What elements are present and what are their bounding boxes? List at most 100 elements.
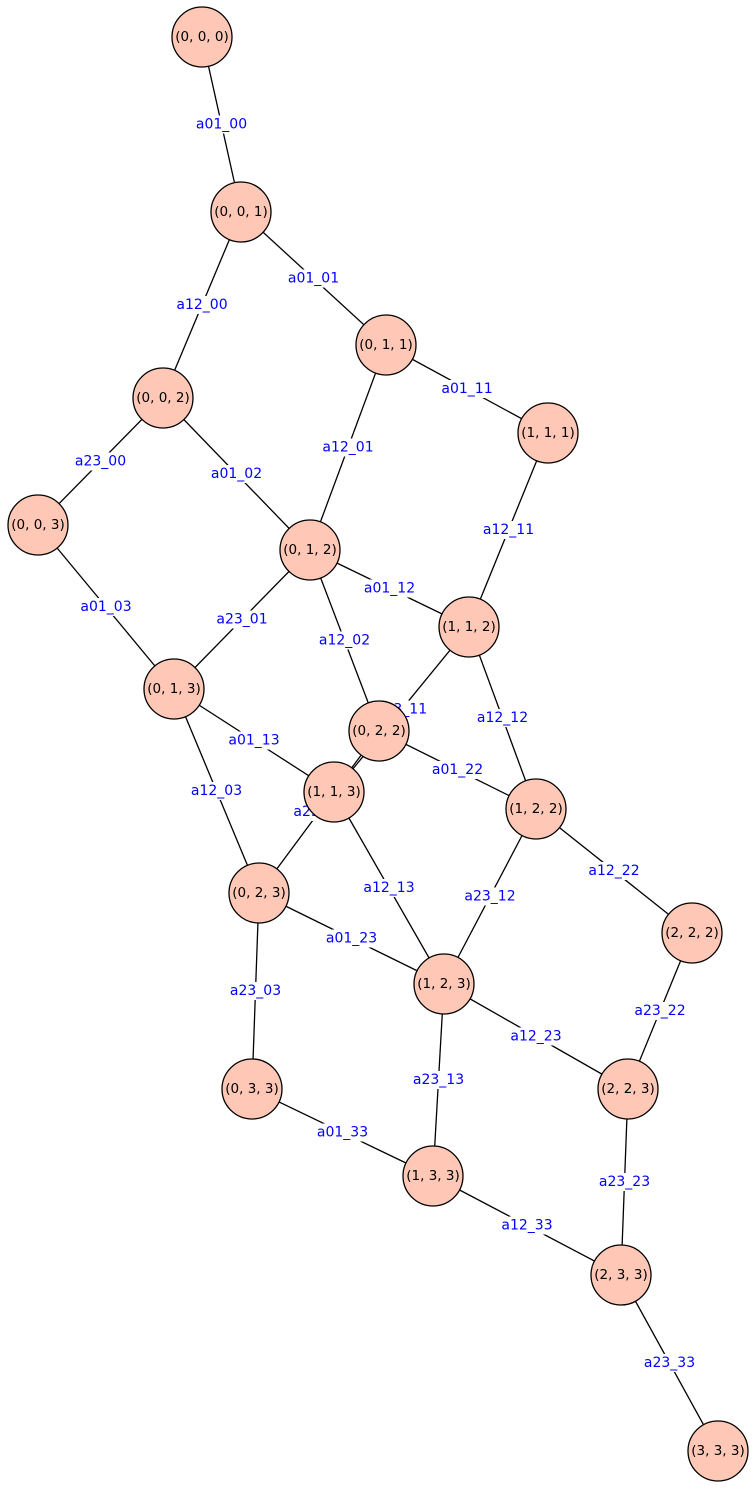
node-223: (2, 2, 3) [597,1058,659,1120]
edge-label-bg [187,782,246,800]
node-022: (0, 2, 2) [348,700,410,762]
node-123: (1, 2, 3) [413,953,475,1015]
node-label: (0, 3, 3) [225,1081,278,1097]
node-circle [661,902,723,964]
node-circle [210,181,272,243]
edge-label-a01_12: a01_12 [364,581,415,597]
edge-label-bg [360,579,419,598]
node-label: (0, 1, 1) [359,337,412,353]
edge-label-a01_33: a01_33 [317,1125,368,1141]
edge-label-bg [428,761,487,779]
edge-label-a01_11: a01_11 [441,381,492,397]
edge-label-a23_23: a23_23 [599,1174,650,1190]
node-circle [171,6,233,68]
node-circle [279,519,341,581]
edge-label-bg [192,115,251,134]
node-circle [402,1145,464,1207]
edge-label-a23_03: a23_03 [230,983,281,999]
node-label: (2, 3, 3) [594,1267,647,1283]
edge-label-a23_01: a23_01 [216,612,267,628]
node-label: (1, 2, 2) [509,801,562,817]
edge-label-a01_00: a01_00 [196,117,247,133]
node-133: (1, 3, 3) [402,1145,464,1207]
edge-label-a12_22: a12_22 [588,863,639,879]
edge-label-bg [77,598,135,616]
edge-label-a23_12: a23_12 [464,889,515,905]
node-circle [597,1058,659,1120]
node-233: (2, 3, 3) [590,1244,652,1306]
edge-label-a23_00: a23_00 [75,454,126,470]
node-label: (0, 2, 2) [352,723,405,739]
edge-label-a23_22: a23_22 [634,1003,685,1019]
node-label: (3, 3, 3) [691,1443,744,1459]
edge-label-bg [409,1071,468,1089]
edge-label-a01_22: a01_22 [432,762,483,778]
edge-label-a01_02: a01_02 [211,466,262,482]
edge-label-bg [640,1354,699,1372]
node-001: (0, 0, 1) [210,181,272,243]
edge-label-bg [213,610,271,629]
node-label: (0, 1, 2) [283,542,336,558]
edge-labels-layer: a01_00 a01_01 a12_00 a01_11 a12_01 a23_00 a01_… [71,115,699,1372]
node-circle [517,402,579,464]
node-circle [355,314,417,376]
edge-label-bg [322,929,381,948]
edge-label-a01_01: a01_01 [288,271,339,287]
node-label: (1, 2, 3) [417,976,470,992]
node-circle [221,1058,283,1120]
edge-label-bg [507,1027,565,1046]
edge-label-bg [498,1216,556,1235]
node-002: (0, 0, 2) [132,367,194,429]
node-012: (0, 1, 2) [279,519,341,581]
node-label: (1, 1, 2) [442,619,495,635]
node-333: (3, 3, 3) [687,1420,749,1482]
edge-label-bg [585,862,643,880]
node-circle [143,658,205,720]
edge-label-a23_33: a23_33 [644,1355,695,1371]
edge-label-bg [313,1123,372,1142]
edge-label-a01_23: a01_23 [326,931,377,947]
nodes-layer: (0, 0, 0) (0, 0, 1) (0, 1, 1) (1, 1, 1) (0, … [7,6,749,1482]
edge-label-a12_01: a12_01 [322,440,373,456]
node-circle [438,596,500,658]
node-circle [505,778,567,840]
node-023: (0, 2, 3) [228,862,290,924]
edge-label-a23_13: a23_13 [413,1072,464,1088]
edge-label-bg [438,380,496,398]
edge-label-bg [473,709,532,727]
node-222: (2, 2, 2) [661,902,723,964]
node-011: (0, 1, 1) [355,314,417,376]
node-label: (1, 1, 1) [521,425,574,441]
node-label: (0, 0, 1) [214,204,267,220]
node-label: (2, 2, 3) [601,1081,654,1097]
node-circle [132,367,194,429]
node-label: (1, 3, 3) [406,1168,459,1184]
edge-label-bg [284,269,343,288]
edge-label-bg [595,1173,654,1191]
edge-label-bg [631,1002,689,1020]
edge-label-bg [207,465,266,483]
node-003: (0, 0, 3) [7,494,69,556]
edge-label-a12_00: a12_00 [176,297,227,313]
node-113: (1, 1, 3) [303,761,365,823]
node-circle [590,1244,652,1306]
node-label: (1, 1, 3) [307,784,360,800]
edge-label-a12_03: a12_03 [191,783,242,799]
edge-label-bg [360,879,418,897]
node-circle [303,761,365,823]
edge-label-a12_11: a12_11 [483,522,534,538]
node-circle [228,862,290,924]
edge-label-bg [225,731,283,750]
edge-label-bg [319,438,377,457]
edge-label-bg [461,887,519,906]
edge-label-a12_23: a12_23 [510,1029,561,1045]
edge-label-a01_03: a01_03 [80,599,131,615]
node-circle [348,700,410,762]
node-013: (0, 1, 3) [143,658,205,720]
edge-label-bg [71,452,130,471]
node-000: (0, 0, 0) [171,6,233,68]
edge-label-bg [173,296,231,314]
edge-label-a12_33: a12_33 [501,1218,552,1234]
node-112: (1, 1, 2) [438,596,500,658]
